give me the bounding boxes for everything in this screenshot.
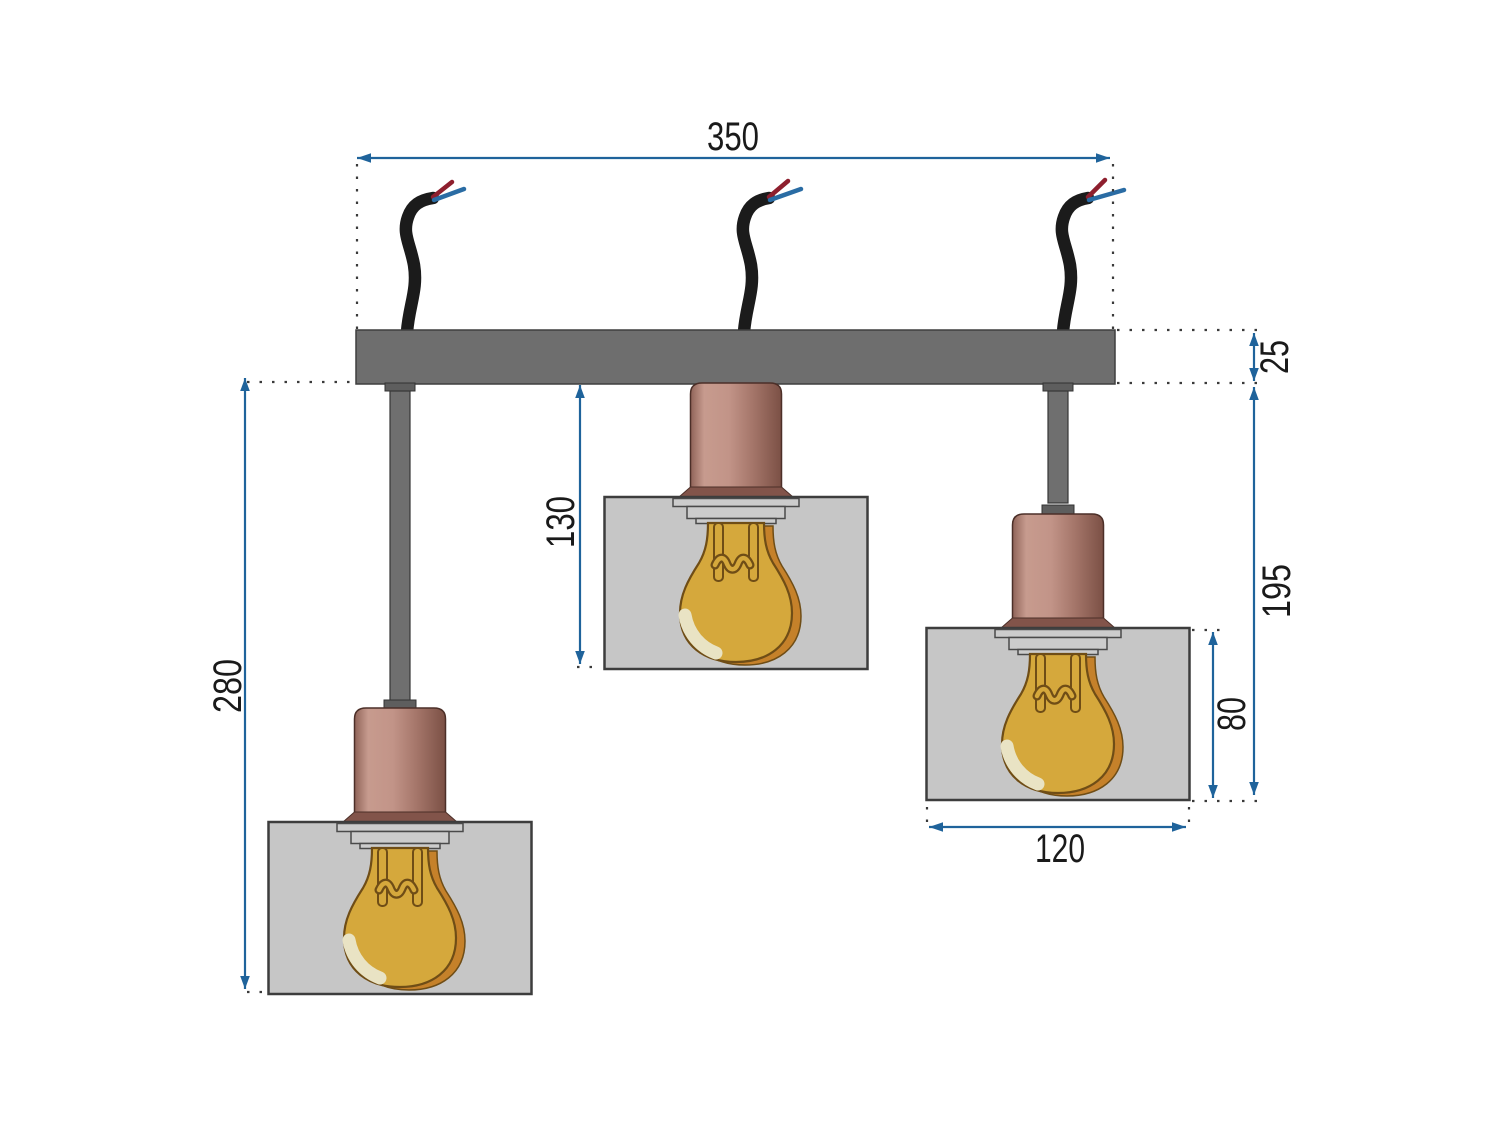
wire-right-red-lead	[1085, 177, 1108, 200]
pendant-head-right	[927, 514, 1190, 800]
wire-left-red-lead	[430, 179, 455, 200]
arrowhead	[1096, 153, 1110, 163]
dimension-lines	[243, 156, 1256, 989]
arrowhead	[929, 822, 943, 832]
arrowhead	[575, 651, 585, 664]
arrowhead	[240, 976, 250, 989]
wire-middle-red-lead	[766, 178, 791, 200]
rod-top-connector-left	[384, 382, 416, 392]
dim-label-overall-width: 350	[707, 115, 759, 159]
dim-label-canopy-thickness: 25	[1253, 340, 1297, 374]
pendant-left	[269, 382, 532, 994]
arrowhead	[1208, 632, 1218, 645]
arrowhead	[1249, 782, 1259, 795]
rod-top-connector-right	[1042, 382, 1074, 392]
pendant-head-left	[269, 708, 532, 994]
arrowhead	[1249, 387, 1259, 400]
arrowhead	[575, 385, 585, 398]
arrowhead	[1208, 785, 1218, 798]
wire-left	[399, 191, 440, 339]
dim-label-left-drop: 280	[206, 659, 250, 713]
dim-label-shade-height: 80	[1210, 697, 1254, 731]
dimension-labels: 350 25 195 280 130 80 120	[206, 115, 1299, 871]
power-wires	[399, 177, 1127, 339]
pendant-rod-left	[389, 390, 411, 705]
mounting-bar	[355, 329, 1116, 385]
dim-label-shade-width: 120	[1035, 827, 1085, 871]
dim-label-right-drop: 195	[1255, 564, 1299, 618]
arrowhead	[1249, 333, 1259, 346]
pendant-right	[927, 382, 1190, 800]
arrowhead	[1172, 822, 1186, 832]
wire-right-blue-lead	[1086, 187, 1127, 203]
dim-label-middle-drop: 130	[539, 496, 583, 548]
wire-right	[1055, 191, 1095, 339]
pendant-rod-right	[1047, 390, 1069, 504]
pendant-middle	[605, 383, 868, 669]
dimension-arrowheads	[240, 153, 1259, 989]
arrowhead	[240, 378, 250, 391]
rod-bottom-connector-right	[1041, 504, 1075, 515]
arrowhead	[1249, 368, 1259, 381]
pendant-head-middle	[605, 383, 868, 669]
wire-left-blue-lead	[431, 186, 467, 203]
arrowhead	[357, 153, 371, 163]
wire-middle-blue-lead	[767, 186, 804, 203]
wire-middle	[736, 191, 776, 339]
extension-lines	[247, 164, 1266, 994]
